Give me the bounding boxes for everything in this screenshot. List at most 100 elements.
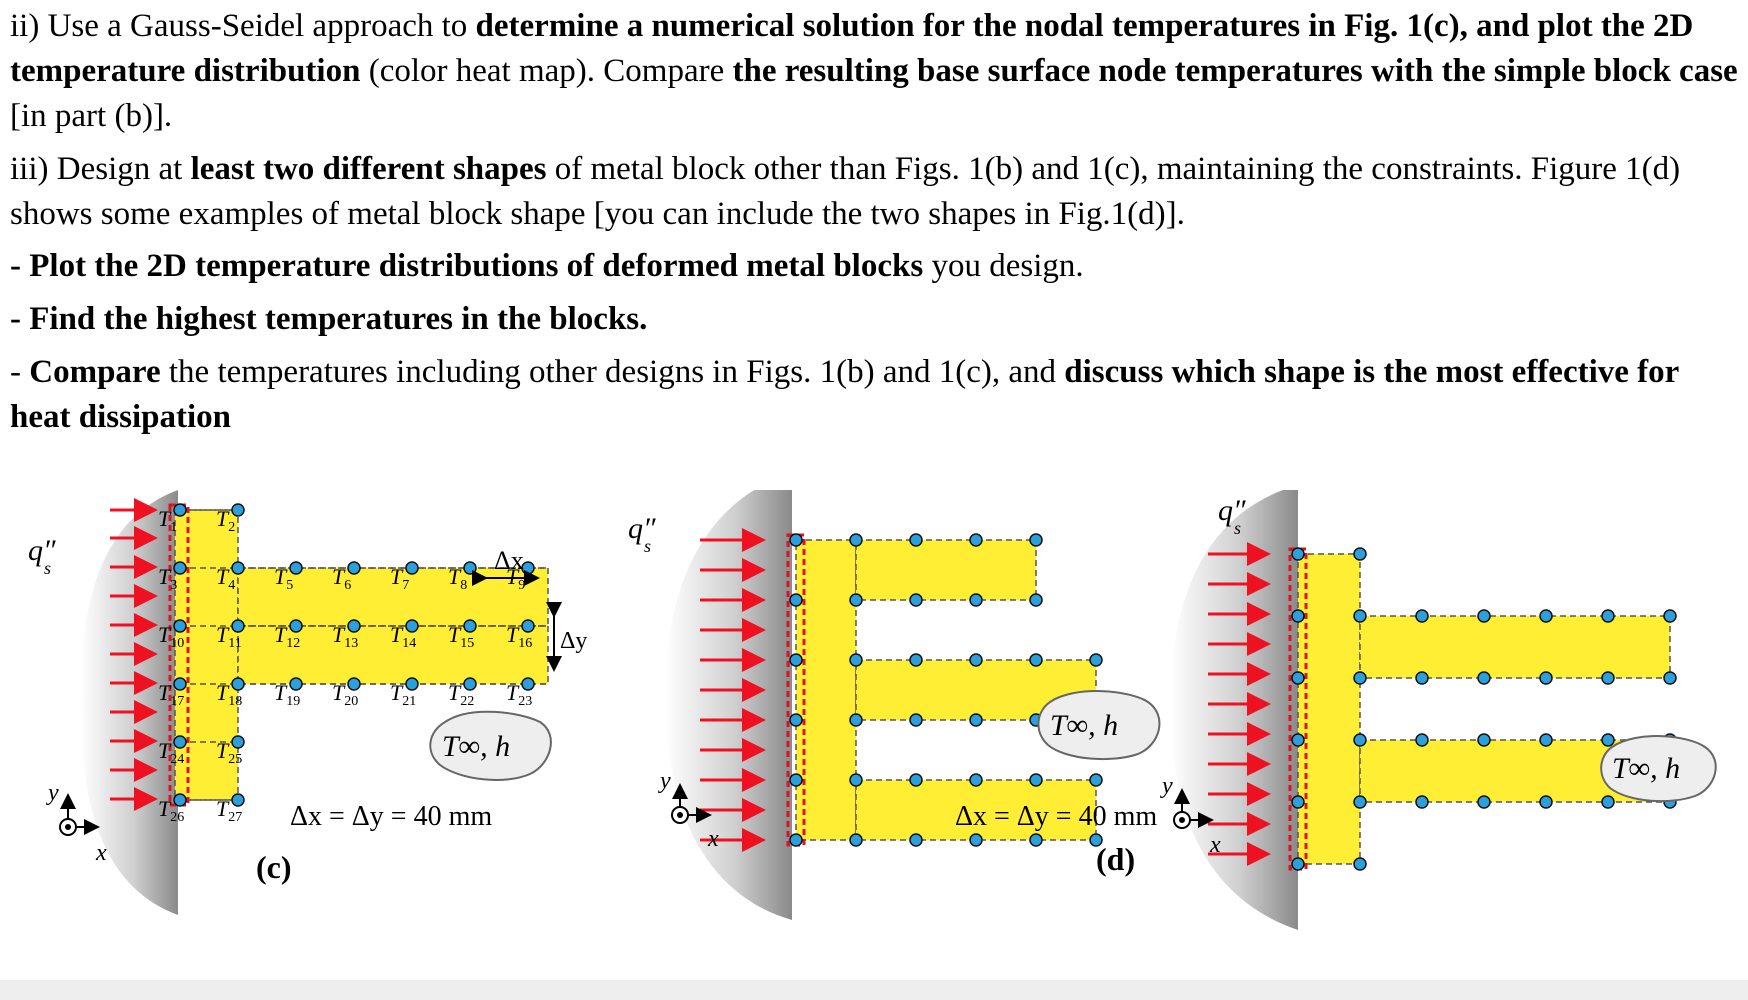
node-label: T8 bbox=[448, 564, 467, 593]
node bbox=[173, 677, 187, 691]
text-run: determine a numerical solution for the n… bbox=[10, 8, 1694, 89]
node bbox=[1089, 833, 1103, 847]
node bbox=[231, 503, 245, 517]
node bbox=[1477, 609, 1491, 623]
ambient-blob-d1 bbox=[1037, 690, 1161, 761]
node bbox=[1477, 671, 1491, 685]
node bbox=[849, 593, 863, 607]
heat-flux-arrows-d2 bbox=[1208, 542, 1271, 866]
axes-d1: y x bbox=[658, 768, 719, 852]
node bbox=[231, 735, 245, 749]
node bbox=[1663, 671, 1677, 685]
node bbox=[1415, 795, 1429, 809]
node bbox=[1601, 795, 1615, 809]
axes-d2: y x bbox=[1160, 773, 1221, 858]
node bbox=[231, 561, 245, 575]
node-label: T20 bbox=[332, 680, 358, 709]
ambient-blob-d2 bbox=[1600, 735, 1717, 803]
node bbox=[1601, 671, 1615, 685]
text-run: - bbox=[10, 354, 30, 391]
node bbox=[1601, 733, 1615, 747]
text-run: least two different shapes bbox=[190, 150, 547, 187]
block-cell bbox=[174, 509, 239, 801]
node bbox=[969, 533, 983, 547]
node bbox=[789, 593, 803, 607]
node-label: T26 bbox=[158, 796, 184, 825]
paragraph-ii: ii) Use a Gauss-Seidel approach to deter… bbox=[10, 4, 1738, 139]
node bbox=[289, 619, 303, 633]
svg-text:x: x bbox=[95, 840, 107, 866]
bullet-compare: - Compare the temperatures including oth… bbox=[10, 350, 1738, 440]
bottom-bar bbox=[0, 980, 1748, 1000]
node bbox=[1353, 857, 1367, 871]
node-label: T7 bbox=[390, 564, 409, 593]
block-cell bbox=[855, 539, 1037, 601]
dy-label: Δy bbox=[560, 628, 587, 654]
caption-d: (d) bbox=[1096, 841, 1135, 877]
nodes-c bbox=[173, 503, 535, 807]
node bbox=[1291, 609, 1305, 623]
node-label: T6 bbox=[332, 564, 351, 593]
node bbox=[969, 653, 983, 667]
node bbox=[1415, 733, 1429, 747]
text-run: - Plot the 2D temperature distributions … bbox=[10, 248, 924, 285]
node bbox=[909, 593, 923, 607]
node-label: T19 bbox=[274, 680, 300, 709]
node-label: T23 bbox=[506, 680, 532, 709]
node bbox=[789, 773, 803, 787]
node bbox=[849, 653, 863, 667]
node-label: T4 bbox=[216, 564, 235, 593]
node-label: T3 bbox=[158, 564, 177, 593]
node bbox=[1353, 609, 1367, 623]
heat-flux-sub-d2: s bbox=[1234, 518, 1241, 538]
node bbox=[521, 677, 535, 691]
node bbox=[789, 653, 803, 667]
node bbox=[1291, 733, 1305, 747]
heated-wall-d2 bbox=[1170, 490, 1298, 930]
node bbox=[289, 677, 303, 691]
figure-d-left: q″ s T∞, h y x bbox=[628, 490, 1161, 920]
node bbox=[1291, 857, 1305, 871]
block-cell bbox=[1359, 615, 1671, 679]
node bbox=[1539, 671, 1553, 685]
heat-flux-arrows bbox=[110, 498, 158, 811]
spacing-label-c: Δx = Δy = 40 mm bbox=[290, 801, 492, 832]
node bbox=[969, 773, 983, 787]
node bbox=[849, 833, 863, 847]
nodes-d1 bbox=[789, 533, 1103, 847]
node bbox=[789, 833, 803, 847]
heat-flux-sub: s bbox=[44, 558, 51, 578]
text-run: you design. bbox=[923, 248, 1084, 285]
node bbox=[405, 619, 419, 633]
node bbox=[1353, 547, 1367, 561]
node-label: T27 bbox=[216, 796, 242, 825]
figure-d-right: q″ s T∞, h Δx = Δy = 40 mm (d) y x bbox=[955, 490, 1717, 930]
node-label: T17 bbox=[158, 680, 184, 709]
node bbox=[347, 561, 361, 575]
node bbox=[909, 713, 923, 727]
text-run: Compare bbox=[29, 354, 161, 391]
node bbox=[1029, 833, 1043, 847]
node-label: T12 bbox=[274, 622, 300, 651]
node bbox=[909, 833, 923, 847]
heated-wall-d1 bbox=[665, 490, 792, 920]
node bbox=[231, 619, 245, 633]
text-run: [in part (b)]. bbox=[10, 97, 173, 134]
node bbox=[1089, 773, 1103, 787]
node-label: T5 bbox=[274, 564, 293, 593]
node bbox=[1477, 733, 1491, 747]
nodes-d2 bbox=[1291, 547, 1677, 871]
node bbox=[463, 619, 477, 633]
node bbox=[347, 619, 361, 633]
node bbox=[1291, 795, 1305, 809]
metal-block-d2 bbox=[1288, 547, 1671, 871]
ambient-label-d1: T∞, h bbox=[1050, 709, 1118, 742]
node bbox=[1353, 671, 1367, 685]
svg-text:y: y bbox=[46, 780, 59, 806]
node bbox=[173, 503, 187, 517]
text-run: the resulting base surface node temperat… bbox=[732, 52, 1738, 89]
block-cell bbox=[237, 625, 549, 685]
node-label: T11 bbox=[216, 622, 242, 651]
